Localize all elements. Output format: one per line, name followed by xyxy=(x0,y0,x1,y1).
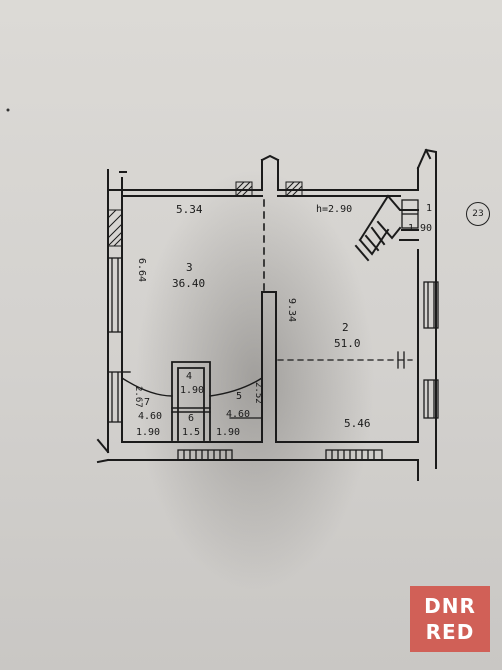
room-5-depth: 4.60 xyxy=(226,409,251,420)
outer-wall-top xyxy=(107,159,419,191)
watermark-line-2: RED xyxy=(425,620,475,644)
room-4-walls xyxy=(171,361,211,441)
room-2-width: 5.46 xyxy=(344,417,371,430)
window-left-2 xyxy=(107,371,123,423)
room-3-number: 3 xyxy=(186,261,193,274)
stair-partition xyxy=(358,194,419,242)
room-4-width: 1.90 xyxy=(180,385,205,396)
outer-wall-left xyxy=(107,189,123,453)
central-wall xyxy=(261,291,277,443)
outer-wall-right xyxy=(401,229,419,443)
room-2-height: h=2.90 xyxy=(316,204,353,215)
hatch-block-left xyxy=(107,209,123,247)
room-6-width: 1.5 xyxy=(182,427,201,438)
window-right-1 xyxy=(423,281,439,329)
room-2-number: 2 xyxy=(342,321,349,334)
room-5-width: 1.90 xyxy=(216,427,241,438)
room-4-number: 4 xyxy=(186,371,193,382)
room-6-divider xyxy=(171,407,211,413)
room-7-side: 2.67 xyxy=(133,386,143,408)
room-3-width: 5.34 xyxy=(176,203,203,216)
outer-wall-bottom xyxy=(107,441,419,461)
room-6-number: 6 xyxy=(188,413,195,424)
window-left-1 xyxy=(107,257,123,333)
window-bottom-2 xyxy=(325,449,383,461)
watermark-line-1: DNR xyxy=(424,594,476,618)
room-3-area: 36.40 xyxy=(172,277,206,290)
window-bottom-1 xyxy=(177,449,233,461)
stairs xyxy=(354,220,402,262)
room-2-area: 51.0 xyxy=(334,337,361,350)
dnr-red-watermark: DNR RED xyxy=(410,586,490,652)
arch-line xyxy=(121,377,263,397)
sheet-number-badge: 23 xyxy=(466,202,490,226)
room-7-number: 7 xyxy=(144,397,151,408)
room-5-side: 2.52 xyxy=(253,382,263,404)
room-1-number: 1 xyxy=(426,203,433,214)
room-7-depth: 4.60 xyxy=(138,411,163,422)
room-7-width: 1.90 xyxy=(136,427,161,438)
room-2-depth: 9.34 xyxy=(286,298,297,323)
window-stair xyxy=(401,199,419,229)
room-3-depth: 6.64 xyxy=(136,258,147,283)
window-right-2 xyxy=(423,379,439,419)
room-1-width: 1.90 xyxy=(408,223,433,234)
room-5-number: 5 xyxy=(236,391,243,402)
hatch-block-top-left xyxy=(235,181,253,197)
hatch-block-top-mid xyxy=(285,181,303,197)
